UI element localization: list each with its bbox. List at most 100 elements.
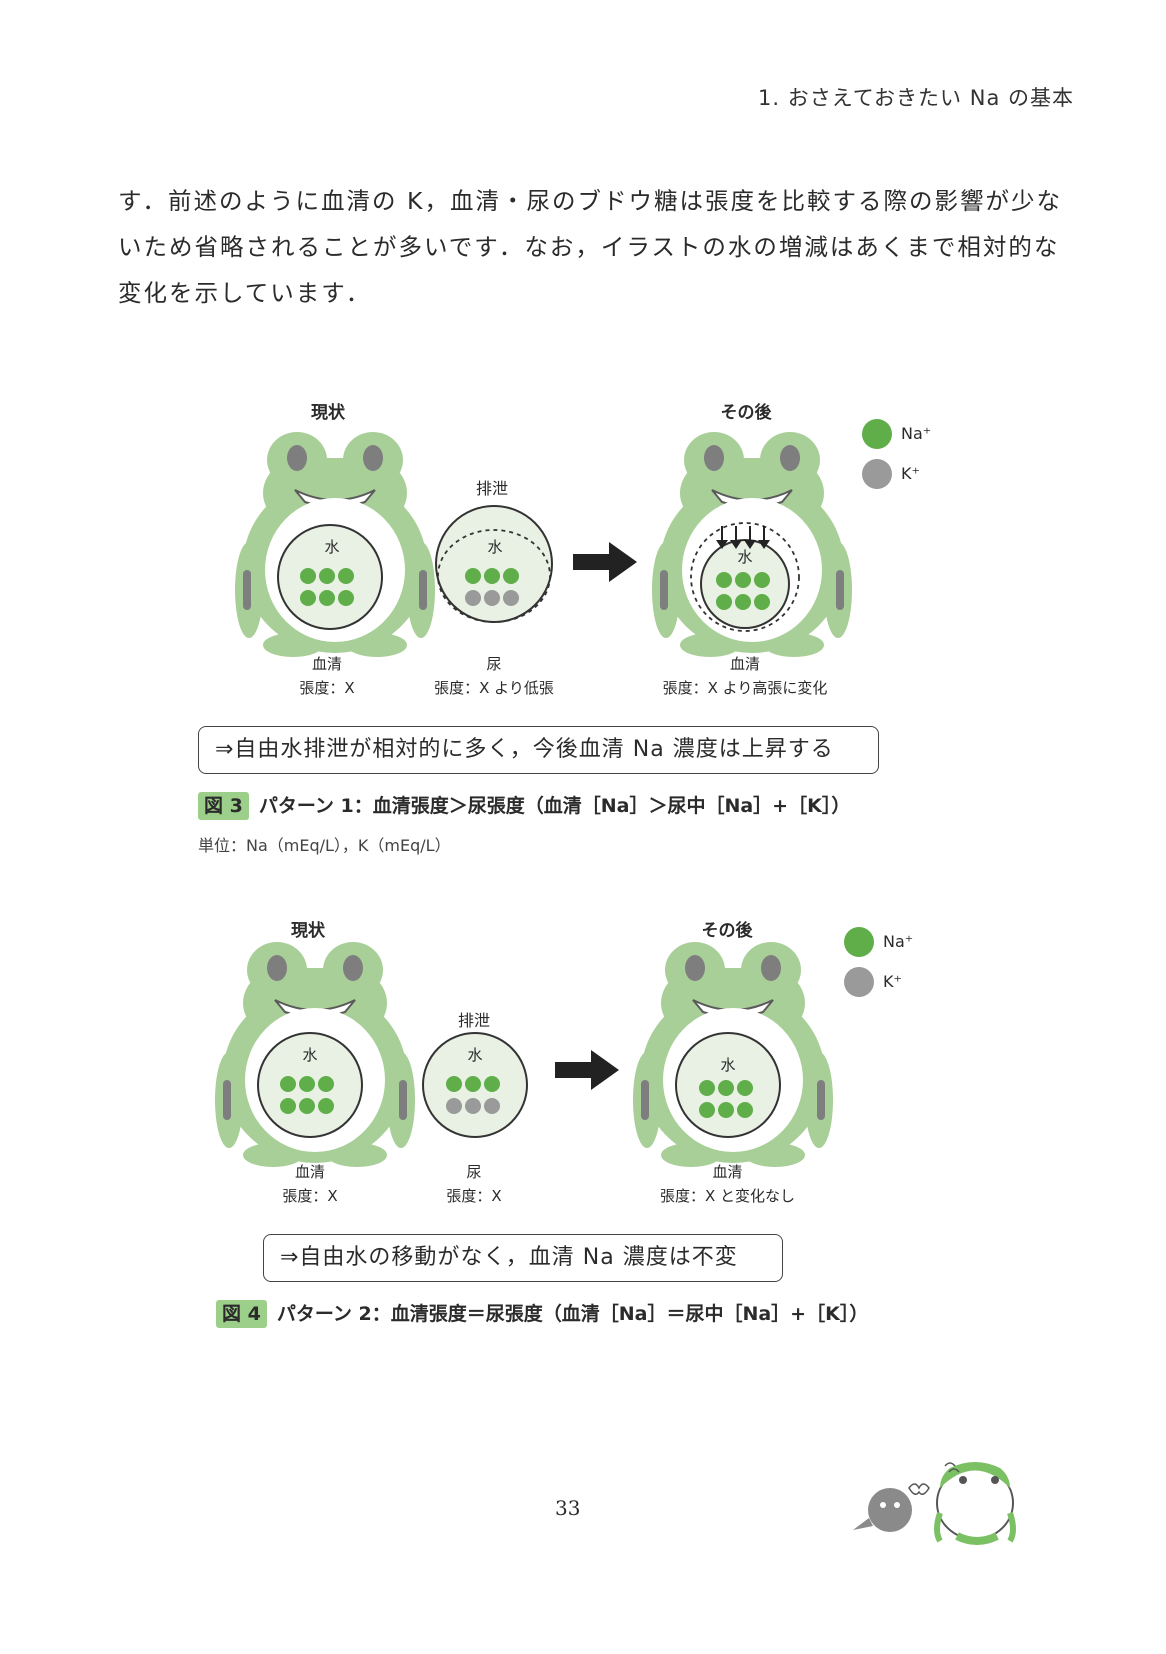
legend-na-label: Na⁺ [901, 424, 932, 443]
body-paragraph: す．前述のように血清の K，血清・尿のブドウ糖は張度を比較する際の影響が少な い… [118, 178, 1078, 316]
na-dot [465, 568, 481, 584]
result-box: ⇒自由水排泄が相対的に多く，今後血清 Na 濃度は上昇する [198, 726, 879, 774]
na-dot [699, 1102, 715, 1118]
excretion-label: 排泄 [475, 479, 508, 498]
k-dot [465, 590, 481, 606]
na-dot [446, 1076, 462, 1092]
serum-tonicity: 張度：X [299, 679, 355, 697]
na-dots [699, 1080, 753, 1118]
unit-note: 単位：Na（mEq/L），K（mEq/L） [198, 836, 451, 855]
after-label: その後 [720, 403, 772, 423]
urine-tonicity: 張度：X より低張 [434, 679, 554, 697]
caption-text: パターン 1：血清張度＞尿張度（血清［Na］＞尿中［Na］+［K］） [258, 795, 851, 817]
mascot-illustration [853, 1462, 1016, 1545]
na-dot [465, 1076, 481, 1092]
legend-k-label: K⁺ [883, 972, 902, 991]
na-dot [503, 568, 519, 584]
na-dots [300, 568, 354, 606]
right-arrow-icon [573, 542, 637, 582]
water-label: 水 [467, 1046, 483, 1064]
na-dot [484, 568, 500, 584]
k-dot [446, 1098, 462, 1114]
before-label: 現状 [291, 921, 325, 941]
after-serum-label: 血清 [712, 1163, 743, 1181]
na-dot [299, 1098, 315, 1114]
na-dot [735, 594, 751, 610]
na-dots [280, 1076, 334, 1114]
na-dot [338, 568, 354, 584]
body-line: いため省略されることが多いです．なお，イラストの水の増減はあくまで相対的な [118, 233, 1060, 261]
body-line: 変化を示しています． [118, 279, 372, 307]
urine-dots [465, 568, 519, 606]
figure-3: 現状 その後 排泄 水 水 [198, 403, 932, 855]
na-dot [484, 1076, 500, 1092]
na-dot [318, 1076, 334, 1092]
na-dots [716, 572, 770, 610]
k-dot [503, 590, 519, 606]
after-serum-label: 血清 [729, 655, 760, 673]
na-dot [718, 1080, 734, 1096]
k-dot [484, 590, 500, 606]
serum-info: 血清 張度：X [267, 652, 387, 700]
legend-na-dot [862, 419, 892, 449]
na-dot [699, 1080, 715, 1096]
serum-tonicity: 張度：X [282, 1187, 338, 1205]
legend-na-dot [844, 927, 874, 957]
after-tonicity: 張度：X と変化なし [659, 1187, 796, 1205]
na-dot [737, 1080, 753, 1096]
na-dot [754, 572, 770, 588]
na-dot [319, 568, 335, 584]
legend-k-label: K⁺ [901, 464, 920, 483]
after-serum-info: 血清 張度：X より高張に変化 [640, 652, 850, 700]
na-dot [718, 1102, 734, 1118]
figure-caption: 図 3 パターン 1：血清張度＞尿張度（血清［Na］＞尿中［Na］+［K］） [198, 791, 850, 820]
water-label: 水 [487, 538, 503, 556]
urine-info: 尿 張度：X [414, 1160, 534, 1208]
figure-4: 現状 その後 排泄 水 水 [215, 921, 914, 1328]
urine-label: 尿 [486, 655, 502, 673]
urine-label: 尿 [466, 1163, 482, 1181]
page-number: 33 [555, 1496, 581, 1520]
after-tonicity: 張度：X より高張に変化 [662, 679, 828, 697]
na-dot [280, 1098, 296, 1114]
urine-info: 尿 張度：X より低張 [414, 652, 574, 700]
legend-na-label: Na⁺ [883, 932, 914, 951]
na-dot [318, 1098, 334, 1114]
water-label: 水 [302, 1046, 318, 1064]
serum-label: 血清 [294, 1163, 325, 1181]
urine-circle [435, 505, 553, 623]
before-label: 現状 [311, 403, 345, 423]
na-dot [300, 590, 316, 606]
water-label: 水 [737, 548, 753, 566]
body-line: す．前述のように血清の K，血清・尿のブドウ糖は張度を比較する際の影響が少な [118, 187, 1062, 215]
na-dot [716, 594, 732, 610]
urine-dots [446, 1076, 500, 1114]
na-dot [737, 1102, 753, 1118]
after-serum-info: 血清 張度：X と変化なし [640, 1160, 815, 1208]
na-dot [716, 572, 732, 588]
serum-label: 血清 [311, 655, 342, 673]
after-label: その後 [701, 921, 753, 941]
serum-info: 血清 張度：X [250, 1160, 370, 1208]
urine-tonicity: 張度：X [446, 1187, 502, 1205]
na-dot [319, 590, 335, 606]
water-label: 水 [720, 1056, 736, 1074]
excretion-label: 排泄 [457, 1011, 490, 1030]
compression-arrows-icon [716, 526, 770, 549]
na-dot [735, 572, 751, 588]
water-label: 水 [324, 538, 340, 556]
k-dot [484, 1098, 500, 1114]
legend-k-dot [844, 967, 874, 997]
na-dot [299, 1076, 315, 1092]
figure-caption: 図 4 パターン 2：血清張度＝尿張度（血清［Na］＝尿中［Na］+［K］） [216, 1299, 868, 1328]
k-dot [465, 1098, 481, 1114]
running-header: 1. おさえておきたい Na の基本 [758, 86, 1074, 110]
figure-tag: 図 3 [198, 792, 249, 820]
result-box: ⇒自由水の移動がなく，血清 Na 濃度は不変 [263, 1234, 783, 1282]
na-dot [338, 590, 354, 606]
legend-k-dot [862, 459, 892, 489]
na-dot [300, 568, 316, 584]
figure-tag: 図 4 [216, 1300, 267, 1328]
na-dot [280, 1076, 296, 1092]
caption-text: パターン 2：血清張度＝尿張度（血清［Na］＝尿中［Na］+［K］） [276, 1303, 869, 1325]
